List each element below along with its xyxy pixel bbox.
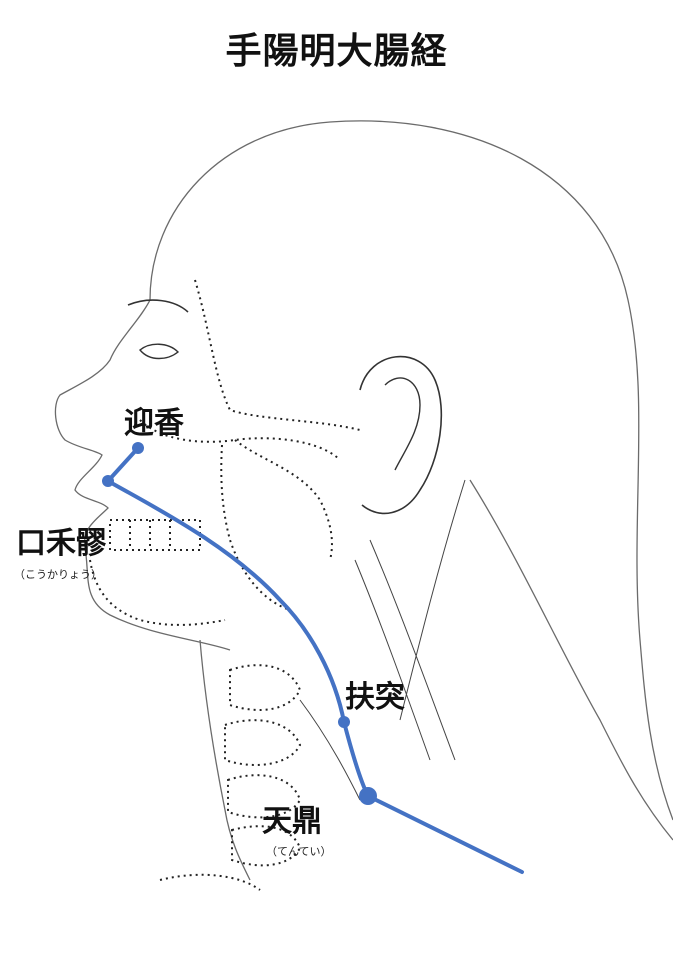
skull-dotted (89, 279, 361, 626)
neck-front (199, 639, 251, 881)
eye (139, 343, 180, 360)
acupoint-tentei (359, 787, 377, 805)
reading-tentei: （てんてい） (266, 845, 332, 858)
teeth-dotted (109, 519, 201, 551)
label-kowaryo: 口禾髎 (16, 526, 106, 561)
reading-kowaryo: （こうかりょう） (14, 568, 102, 581)
eyebrow (127, 299, 189, 313)
acupoint-futotsu (338, 716, 350, 728)
acupoint-geiko (132, 442, 144, 454)
neck-back (469, 479, 673, 841)
head-outline (149, 120, 673, 821)
acupoint-kowaryo (102, 475, 114, 487)
face-profile (54, 299, 231, 651)
label-futotsu: 扶突 (345, 680, 405, 715)
ear (359, 355, 443, 515)
neck-muscle-lines (299, 479, 466, 801)
vertebrae-dotted (159, 664, 302, 891)
meridian-line (106, 446, 524, 874)
label-tentei: 天鼎 (262, 804, 322, 839)
label-geiko: 迎香 (124, 406, 184, 441)
diagram-title: 手陽明大腸経 (225, 31, 448, 72)
